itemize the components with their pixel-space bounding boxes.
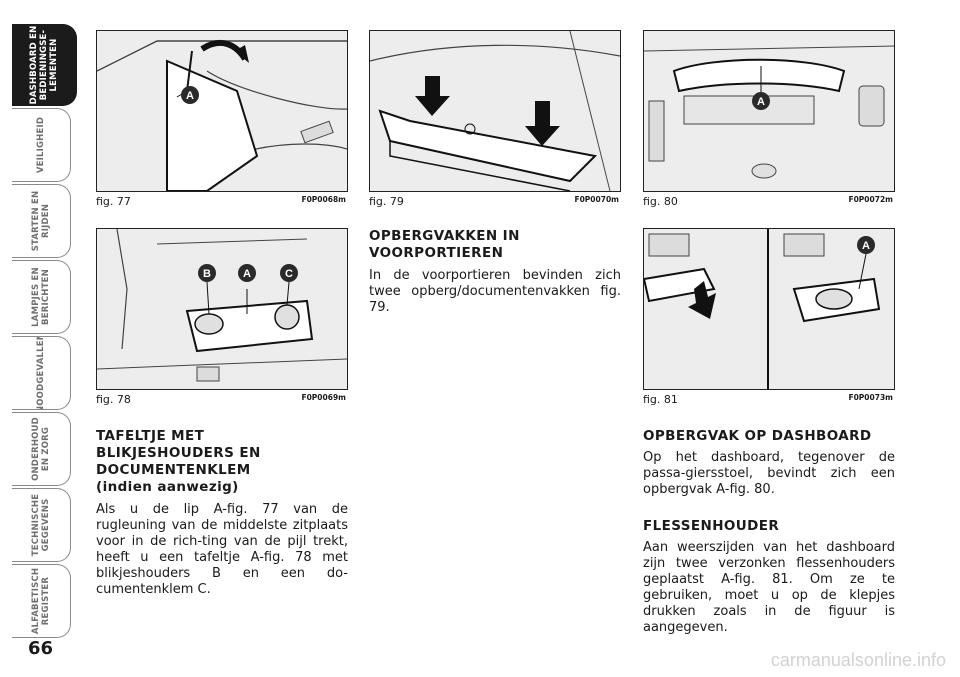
heading-opbergvak-dashboard: OPBERGVAK OP DASHBOARD (643, 428, 872, 444)
tab-lampjes[interactable]: LAMPJES EN BERICHTEN (12, 260, 71, 334)
fig77-code: F0P0068m (301, 195, 346, 204)
tab-veiligheid[interactable]: VEILIGHEID (12, 108, 71, 182)
fig78-label-a: A (243, 268, 251, 280)
figure-79 (369, 30, 621, 192)
tab-starten[interactable]: STARTEN EN RIJDEN (12, 184, 71, 258)
fig78-caption: fig. 78 (96, 393, 131, 406)
figure-80: A (643, 30, 895, 192)
page-number: 66 (28, 638, 54, 659)
tab-register[interactable]: ALFABETISCH REGISTER (12, 564, 71, 638)
text-opbergvak-dashboard: Op het dashboard, tegenover de passa-gie… (643, 450, 895, 497)
fig81-code: F0P0073m (848, 393, 893, 402)
figure-77: A (96, 30, 348, 192)
figure-81: A (643, 228, 895, 390)
tab-onderhoud[interactable]: ONDERHOUD EN ZORG (12, 412, 71, 486)
fig78-label-c: C (285, 268, 293, 280)
fig77-label-a: A (186, 90, 194, 102)
fig79-code: F0P0070m (574, 195, 619, 204)
tab-dashboard[interactable]: DASHBOARD EN BEDIENINGSE- LEMENTEN (12, 24, 77, 106)
tab-noodgevallen[interactable]: NOODGEVALLEN (12, 336, 71, 410)
fig81-label-a: A (862, 240, 870, 252)
figure-78: B A C (96, 228, 348, 390)
tab-technische[interactable]: TECHNISCHE GEGEVENS (12, 488, 71, 562)
fig79-caption: fig. 79 (369, 195, 404, 208)
fig78-code: F0P0069m (301, 393, 346, 402)
watermark: carmanualsonline.info (770, 650, 946, 670)
text-tafeltje: Als u de lip A-fig. 77 van de rugleuning… (96, 502, 348, 597)
fig80-caption: fig. 80 (643, 195, 678, 208)
fig81-caption: fig. 81 (643, 393, 678, 406)
text-flessenhouder: Aan weerszijden van het dashboard zijn t… (643, 540, 895, 635)
text-opbergvakken: In de voorportieren bevinden zich twee o… (369, 268, 621, 315)
heading-opbergvakken: OPBERGVAKKEN IN VOORPORTIEREN (369, 228, 520, 261)
heading-tafeltje: TAFELTJE MET BLIKJESHOUDERS EN DOCUMENTE… (96, 428, 261, 495)
fig80-label-a: A (757, 96, 765, 108)
fig80-code: F0P0072m (848, 195, 893, 204)
fig78-label-b: B (203, 268, 211, 280)
heading-flessenhouder: FLESSENHOUDER (643, 518, 780, 534)
fig77-caption: fig. 77 (96, 195, 131, 208)
